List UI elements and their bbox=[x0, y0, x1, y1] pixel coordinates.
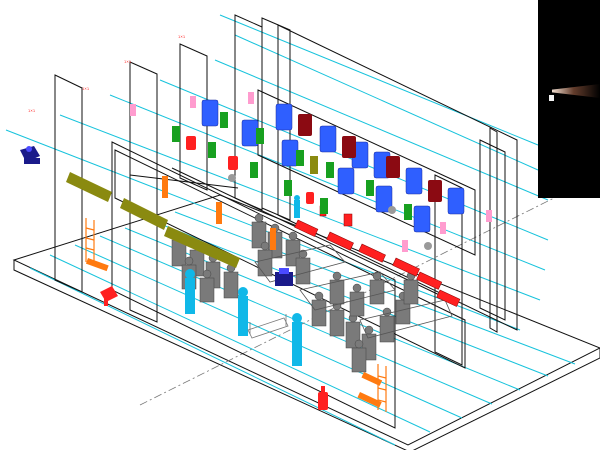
panel-label: ı×ı bbox=[178, 34, 186, 39]
fire-extinguisher-icon bbox=[100, 136, 328, 410]
orange-props bbox=[85, 176, 383, 408]
red-bins bbox=[298, 114, 442, 202]
panel-label: ı×ı bbox=[28, 108, 36, 113]
trash-bin-icon bbox=[405, 167, 423, 195]
benches bbox=[254, 244, 453, 339]
trash-bin-icon bbox=[201, 99, 219, 127]
trash-bin-icon bbox=[275, 103, 293, 131]
trash-bin-icon bbox=[241, 119, 259, 147]
trash-bin-icon bbox=[428, 180, 442, 202]
audience-figures bbox=[171, 213, 419, 373]
video-inset bbox=[538, 0, 600, 198]
light-source bbox=[549, 95, 554, 101]
olive-props bbox=[66, 156, 318, 268]
projector-icon bbox=[20, 146, 40, 164]
projector-icon bbox=[275, 268, 293, 286]
spotlights bbox=[228, 174, 432, 250]
stand-frame bbox=[247, 314, 289, 339]
trash-bin-icon bbox=[319, 125, 337, 153]
panel-labels: ı×ı ı×ı ı×ı ı×ı bbox=[28, 34, 186, 113]
trash-bin-icon bbox=[342, 136, 356, 158]
light-beam-icon bbox=[552, 84, 600, 98]
trash-bin-icon bbox=[386, 156, 400, 178]
panel-label: ı×ı bbox=[82, 86, 90, 91]
standing-figures bbox=[185, 195, 302, 366]
trash-bin-icon bbox=[298, 114, 312, 136]
green-props bbox=[172, 112, 412, 220]
trash-bin-icon bbox=[281, 139, 299, 167]
theater-seat-row bbox=[294, 205, 461, 307]
trash-bin-icon bbox=[413, 205, 431, 233]
trash-bin-icon bbox=[337, 167, 355, 195]
trash-bin-icon bbox=[447, 187, 465, 215]
panel-label: ı×ı bbox=[124, 59, 132, 64]
pink-props bbox=[130, 92, 492, 252]
trash-bin-icon bbox=[375, 185, 393, 213]
ladder-icon bbox=[85, 218, 387, 412]
